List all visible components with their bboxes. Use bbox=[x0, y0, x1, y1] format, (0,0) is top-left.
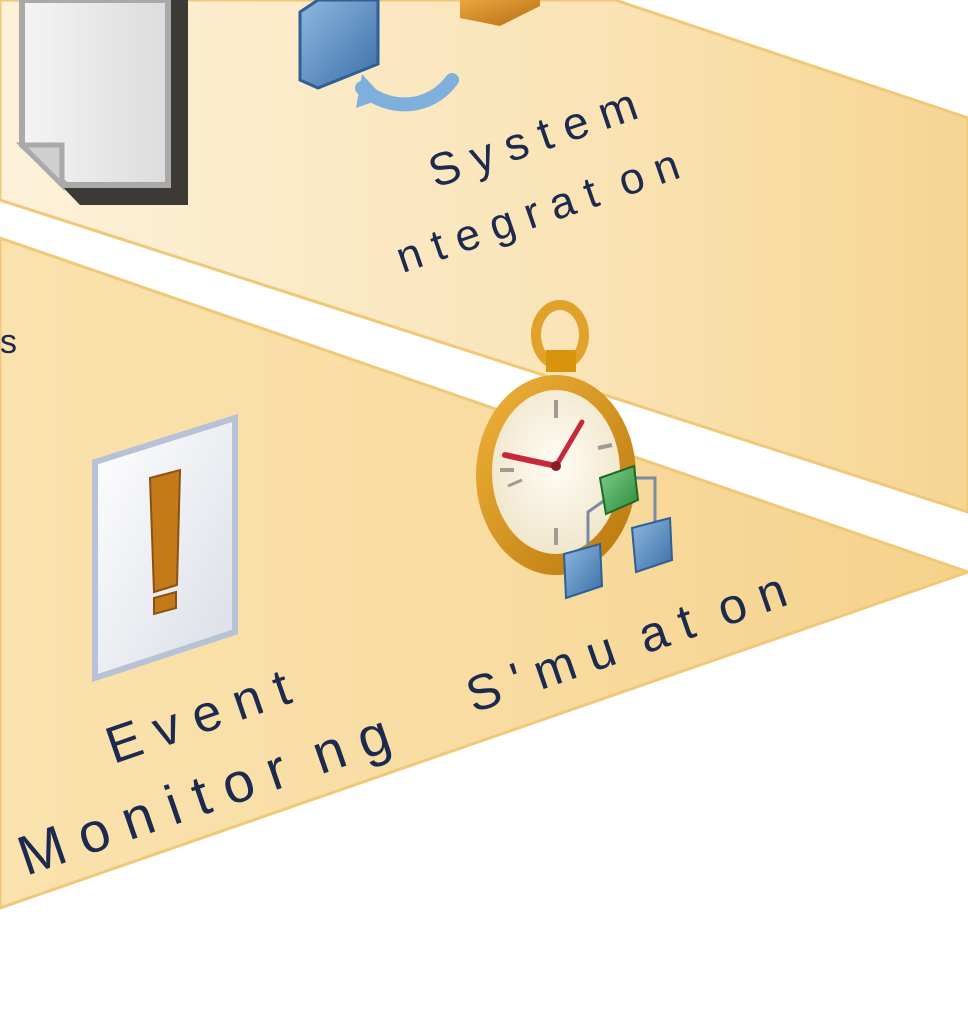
document-page-icon bbox=[15, 0, 188, 205]
upper-panel bbox=[0, 0, 968, 514]
stopwatch-network-icon bbox=[476, 300, 674, 600]
edge-label: s bbox=[0, 323, 17, 361]
lower-panel bbox=[0, 236, 968, 910]
exclamation-icon bbox=[92, 413, 238, 683]
process-loop-icon bbox=[298, 0, 540, 112]
